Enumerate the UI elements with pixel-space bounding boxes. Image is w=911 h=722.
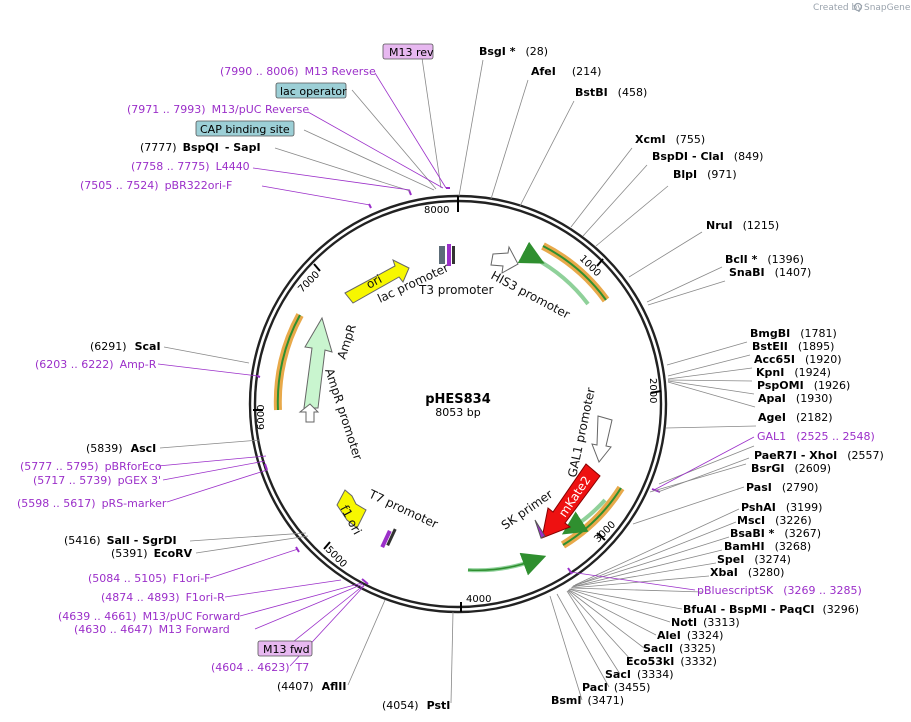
site-paci: PacI(3455) — [582, 681, 650, 694]
primer-l4440: (7758 .. 7775)L4440 — [131, 160, 250, 173]
site-afei: AfeI(214) — [531, 65, 601, 78]
box-m13-fwd — [257, 640, 313, 657]
site-bspqi-sapi: (7777)BspQI- SapI — [140, 141, 261, 154]
box-cap-binding-site — [195, 120, 295, 137]
primer-amp-r: (6203 .. 6222)Amp-R — [35, 358, 157, 371]
ori-feature: ori — [344, 259, 410, 304]
site-sacii: SacII(3325) — [643, 642, 716, 655]
his3-green-track — [542, 245, 607, 301]
primer-gal1: GAL1(2525 .. 2548) — [757, 430, 875, 443]
feature-gal1-promoter-label: GAL1 promoter — [565, 386, 598, 478]
site-pspomi: PspOMI(1926) — [757, 379, 850, 392]
site-aflii: (4407)AflII — [277, 680, 346, 693]
tick-4000: 4000 — [466, 594, 491, 605]
box-m13-rev-label: M13 rev — [389, 46, 434, 59]
f1-ori-feature: f1 ori — [336, 489, 367, 537]
site-psti: (4054)PstI — [382, 699, 450, 712]
leader-lines — [159, 57, 757, 704]
site-bfuai-bspmi-paqci: BfuAI- BspMI- PaqCI(3296) — [683, 603, 859, 616]
site-bcli: BclI *(1396) — [725, 253, 804, 266]
his3-gene-arrow — [517, 241, 590, 306]
site-bstbi: BstBI(458) — [575, 86, 647, 99]
site-paer7i-xhoi: PaeR7I- XhoI(2557) — [754, 449, 884, 462]
primer-m13-forward: (4630 .. 4647)M13 Forward — [74, 623, 230, 636]
primer-f1ori-f: (5084 .. 5105)F1ori-F — [88, 572, 211, 585]
boxed-labels: M13 rev lac operator CAP binding site M1… — [195, 43, 434, 657]
feature-tracks — [273, 241, 625, 576]
feature-t3-promoter-label: T3 promoter — [418, 283, 494, 297]
snapgene-logo: SnapGene — [853, 2, 911, 13]
tick-6000: 6000 — [256, 405, 267, 430]
tick-7000: 7000 — [296, 269, 322, 295]
site-blpi: BlpI(971) — [673, 168, 737, 181]
restriction-sites: BsgI *(28) AfeI(214) BstBI(458) XcmI(755… — [64, 45, 884, 712]
site-bsgi: BsgI *(28) — [479, 45, 548, 58]
primer-block-top — [447, 244, 451, 266]
site-acc65i: Acc65I(1920) — [754, 353, 842, 366]
site-agei: AgeI(2182) — [758, 411, 833, 424]
primer-prs-marker: (5598 .. 5617)pRS-marker — [17, 497, 167, 510]
site-pasi: PasI(2790) — [746, 481, 818, 494]
site-alei: AleI(3324) — [657, 629, 723, 642]
site-pshai: PshAI(3199) — [741, 501, 822, 514]
site-bspdi-clai: BspDI- ClaI(849) — [652, 150, 763, 163]
site-bmgbi: BmgBI(1781) — [750, 327, 837, 340]
site-apai: ApaI(1930) — [758, 392, 832, 405]
t7-promoter-feature: T7 promoter — [366, 487, 440, 549]
lac-operator-block — [439, 246, 445, 264]
site-bsmi: BsmI(3471) — [551, 694, 624, 707]
primer-f1ori-r: (4874 .. 4893)F1ori-R — [101, 591, 225, 604]
ampr-green-track — [276, 314, 301, 411]
site-sali-sgrdi: (5416)SalI- SgrDI — [64, 534, 177, 547]
site-kpni: KpnI(1924) — [756, 366, 831, 379]
site-noti: NotI(3313) — [671, 616, 740, 629]
box-m13-rev — [382, 43, 434, 60]
primer-m13-puc-reverse: (7971 .. 7993)M13/pUC Reverse — [127, 103, 309, 116]
primer-pgex3: (5717 .. 5739)pGEX 3' — [33, 474, 161, 487]
box-m13-fwd-label: M13 fwd — [263, 643, 310, 656]
site-snabi: SnaBI(1407) — [729, 266, 811, 279]
ticks — [253, 196, 662, 612]
site-scai: (6291)ScaI — [90, 340, 161, 353]
site-eco53ki: Eco53kI(3332) — [626, 655, 717, 668]
brand-created-by: Created by — [813, 3, 863, 13]
feature-ampr-promoter-label: AmpR promoter — [322, 367, 365, 462]
brand-product: SnapGene — [864, 3, 911, 13]
site-msci: MscI(3226) — [737, 514, 812, 527]
tick-2000: 2000 — [647, 378, 658, 403]
feature-t7-promoter-label: T7 promoter — [366, 487, 440, 532]
site-bsabi: BsaBI *(3267) — [730, 527, 821, 540]
site-asci: (5839)AscI — [86, 442, 156, 455]
site-bsrgi: BsrGI(2609) — [751, 462, 831, 475]
site-xcmi: XcmI(755) — [635, 133, 705, 146]
site-bsteii: BstEII(1895) — [752, 340, 834, 353]
box-lac-operator-label: lac operator — [280, 85, 347, 98]
bottom-green-outline — [467, 559, 536, 572]
site-saci: SacI(3334) — [605, 668, 674, 681]
primer-t7: (4604 .. 4623)T7 — [211, 661, 309, 674]
plasmid-name: pHES834 — [425, 392, 491, 407]
gal-gene-arrow — [561, 498, 607, 535]
primer-m13-reverse: (7990 .. 8006)M13 Reverse — [220, 65, 376, 78]
site-bamhi: BamHI(3268) — [724, 540, 811, 553]
promoter-block-top — [452, 246, 455, 264]
gal1-promoter-feature: GAL1 promoter — [565, 386, 613, 479]
tick-8000: 8000 — [424, 205, 449, 216]
box-cap-binding-site-label: CAP binding site — [200, 123, 290, 136]
plasmid-length: 8053 bp — [435, 406, 480, 419]
primer-m13-puc-forward: (4639 .. 4661)M13/pUC Forward — [58, 610, 240, 623]
primer-labels: (7990 .. 8006)M13 Reverse (7971 .. 7993)… — [17, 65, 875, 674]
primer-pbrforeco: (5777 .. 5795)pBRforEco — [20, 460, 162, 473]
box-lac-operator — [275, 82, 347, 99]
site-spei: SpeI(3274) — [717, 553, 791, 566]
site-nrui: NruI(1215) — [706, 219, 779, 232]
gal-green-track — [562, 487, 622, 546]
feature-ori-label: ori — [364, 272, 384, 292]
primer-pbluescriptsk: pBluescriptSK(3269 .. 3285) — [697, 584, 862, 597]
site-ecorv: (5391)EcoRV — [111, 547, 193, 560]
primer-pbr322ori-f: (7505 .. 7524)pBR322ori-F — [80, 179, 232, 192]
feature-ampr-label: AmpR — [335, 322, 359, 360]
site-xbai: XbaI(3280) — [710, 566, 784, 579]
